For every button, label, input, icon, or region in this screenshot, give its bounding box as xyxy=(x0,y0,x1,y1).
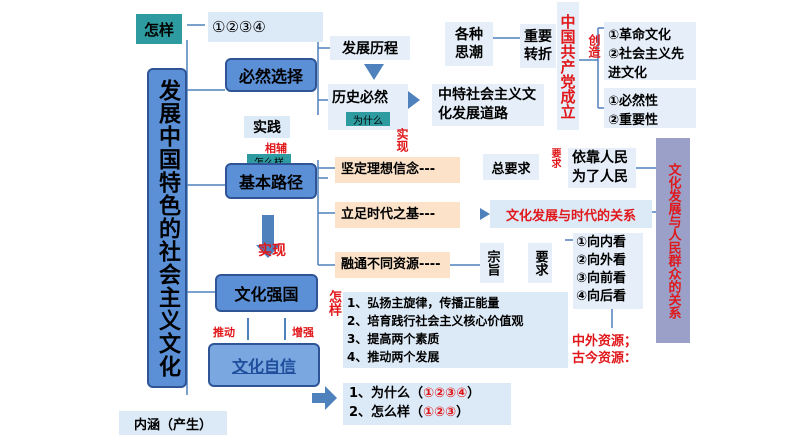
zhongguo-gongchandang-box: 中国共产党成立 xyxy=(557,2,579,130)
zenyang-label: 怎样 xyxy=(136,14,182,44)
directions-box: ①向内看 ②向外看 ③向前看 ④向后看 xyxy=(573,233,643,309)
yaoqiu2-box: 要求 xyxy=(528,243,552,283)
gezhong-box: 各种思潮 xyxy=(445,22,493,66)
lishi-biran-label: 历史必然 xyxy=(332,90,388,106)
direction-item: ③向前看 xyxy=(576,271,627,286)
yikao-box: 依靠人民为了人民 xyxy=(568,148,636,188)
bottom-line1-suffix: ） xyxy=(467,386,481,401)
zenyang-red-label: 怎样 xyxy=(326,290,341,316)
direction-item: ④向后看 xyxy=(576,289,627,304)
rongtong-row: 融通不同资源---- xyxy=(335,252,450,278)
yaoqiu-label: 要求 xyxy=(549,148,560,168)
lishi-biran-box: 历史必然 为什么 xyxy=(328,84,408,130)
direction-item: ②向外看 xyxy=(576,253,627,268)
measure-item: 2、培育践行社会主义核心价值观 xyxy=(347,314,524,328)
bottom-line2-suffix: ） xyxy=(456,405,470,420)
bottom-line1: 1、为什么（①②③④） xyxy=(349,384,505,403)
lizu-row: 立足时代之基--- xyxy=(335,202,460,228)
xiangfeng-label: 相辅 xyxy=(265,142,287,155)
bottom-box: 1、为什么（①②③④） 2、怎么样（①②③） xyxy=(343,383,511,425)
resource-item: 古今资源： xyxy=(572,351,638,366)
chuangzao-label: 创造 xyxy=(587,34,601,58)
bottom-line1-prefix: 1、为什么（ xyxy=(349,386,424,401)
fazhan-licheng: 发展历程 xyxy=(330,36,410,60)
zhongyao-box: 重要转折 xyxy=(520,24,556,68)
shidai-guanxi-box: 文化发展与时代的关系 xyxy=(490,200,652,228)
wenhua-qiangguo-node: 文化强国 xyxy=(215,274,318,312)
list1-item: ②社会主义先进文化 xyxy=(608,47,685,81)
biran-node: 必然选择 xyxy=(225,58,317,92)
resource-item: 中外资源； xyxy=(572,334,638,349)
measure-item: 3、提高两个素质 xyxy=(347,332,440,346)
main-title: 发展中国特色的社会主义文化 xyxy=(147,68,187,388)
bottom-line1-value: ①②③④ xyxy=(423,386,468,401)
list1-box: ①革命文化 ②社会主义先进文化 xyxy=(604,22,696,81)
renmin-guanxi-box: 文化发展与人民群众的关系 xyxy=(656,138,690,343)
zong-yaoqiu-box: 总要求 xyxy=(483,154,539,180)
qingkuo-label: 增强 xyxy=(292,326,314,339)
direction-item: ①向内看 xyxy=(576,235,627,250)
list2-box: ①必然性 ②重要性 xyxy=(604,88,696,128)
resources-box: 中外资源； 古今资源： xyxy=(572,333,637,367)
list2-item: ②重要性 xyxy=(608,113,659,128)
tuidong-label: 推动 xyxy=(213,326,235,339)
measure-item: 1、弘扬主旋律，传播正能量 xyxy=(347,296,500,310)
jianding-row: 坚定理想信念--- xyxy=(335,157,460,183)
measures-box: 1、弘扬主旋律，传播正能量 2、培育践行社会主义核心价值观 3、提高两个素质 4… xyxy=(343,292,568,368)
bottom-line2-value: ①②③ xyxy=(423,405,457,420)
zhongte-box: 中特社会主义文化发展道路 xyxy=(432,84,544,126)
shixian-small-label: 实现 xyxy=(395,128,409,152)
wenhua-zixin-node: 文化自信 xyxy=(208,343,320,387)
neihan-label: 内涵（产生） xyxy=(119,411,227,435)
jiben-node: 基本路径 xyxy=(225,163,317,199)
weishenme-tag: 为什么 xyxy=(346,112,390,127)
list2-item: ①必然性 xyxy=(608,94,659,109)
shijian-label: 实践 xyxy=(244,116,290,138)
bottom-line2: 2、怎么样（①②③） xyxy=(349,403,505,422)
list1-item: ①革命文化 xyxy=(608,28,672,43)
bottom-line2-prefix: 2、怎么样（ xyxy=(349,405,424,420)
measure-item: 4、推动两个发展 xyxy=(347,350,440,364)
zenyang-value: ①②③④ xyxy=(208,12,323,42)
zongzhi-box: 宗旨 xyxy=(480,243,504,283)
shixian-big-label: 实现 xyxy=(258,243,286,259)
